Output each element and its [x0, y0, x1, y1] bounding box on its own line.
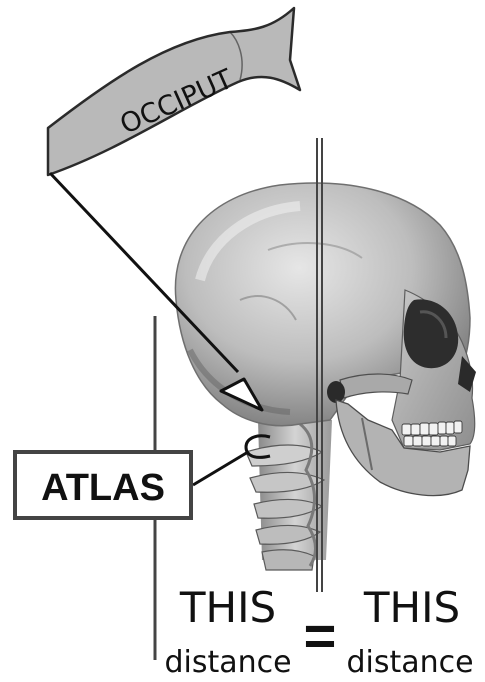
- distance-caption: THIS distance = THIS distance: [164, 583, 473, 680]
- atlas-label-box: ATLAS: [15, 452, 191, 518]
- left-this-label: THIS: [179, 583, 276, 632]
- teeth: [402, 421, 462, 446]
- occiput-banner-icon: OCCIPUT: [48, 8, 300, 175]
- left-distance-label: distance: [164, 645, 291, 680]
- cervical-spine: [246, 420, 332, 570]
- equals-sign: =: [304, 604, 337, 667]
- skull-illustration-icon: [175, 183, 476, 570]
- atlas-connector-line: [193, 452, 248, 485]
- right-this-label: THIS: [363, 583, 460, 632]
- atlas-label: ATLAS: [41, 467, 165, 509]
- right-distance-label: distance: [346, 645, 473, 680]
